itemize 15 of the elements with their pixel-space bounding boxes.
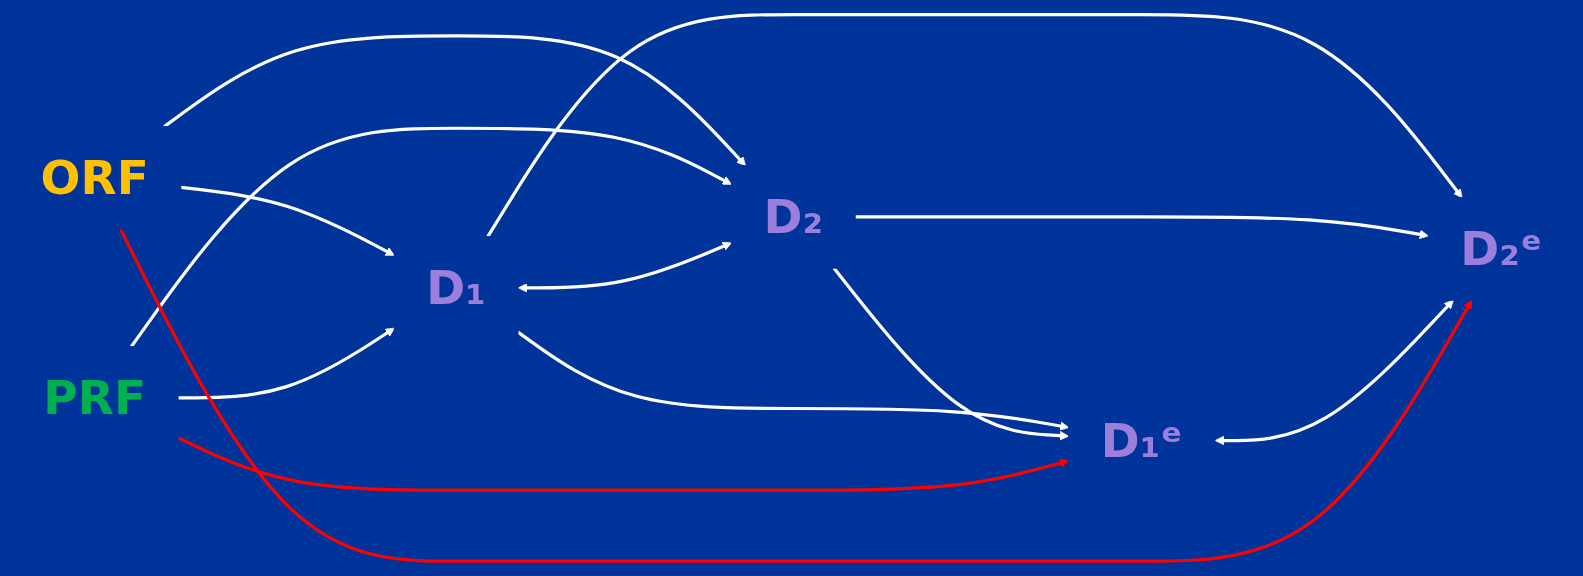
node-text: D₁ (426, 260, 486, 315)
arrow (119, 228, 1473, 563)
node-text: PRF (43, 370, 147, 425)
arrow (1214, 299, 1454, 446)
arrow (486, 13, 1463, 238)
arrow (517, 242, 732, 293)
arrow (130, 126, 732, 348)
arrow (163, 34, 746, 167)
node-text: D₂ (763, 189, 824, 244)
node-text: D₁ᵉ (1100, 412, 1183, 468)
arrow (180, 185, 395, 256)
arrow (855, 215, 1429, 240)
node-text: D₂ᵉ (1460, 221, 1543, 276)
node-text: ORF (40, 150, 149, 205)
arrow (178, 327, 395, 400)
